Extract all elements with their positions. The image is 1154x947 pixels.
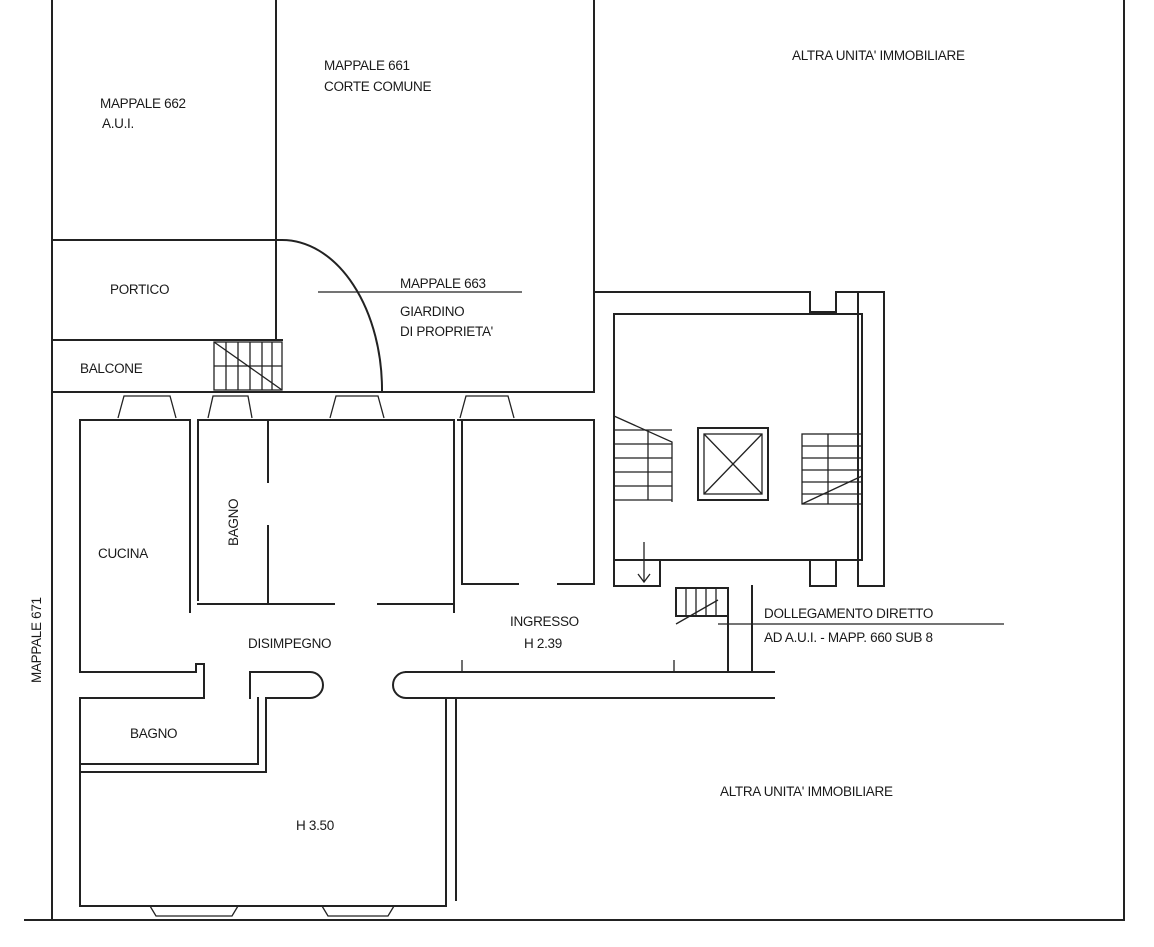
- label-collegamento-line1: DOLLEGAMENTO DIRETTO: [764, 606, 933, 621]
- upper-windows: [117, 395, 515, 419]
- balcony-stair: [213, 341, 283, 391]
- labels: MAPPALE 662 A.U.I. MAPPALE 661 CORTE COM…: [29, 48, 965, 833]
- label-giardino: GIARDINO: [400, 304, 464, 319]
- outer-boundary: [24, 0, 1125, 921]
- label-bagno-upper: BAGNO: [226, 499, 241, 546]
- label-cucina: CUCINA: [98, 546, 148, 561]
- label-disimpegno: DISIMPEGNO: [248, 636, 331, 651]
- label-balcone: BALCONE: [80, 361, 143, 376]
- label-ingresso: INGRESSO: [510, 614, 579, 629]
- stairwell: [613, 291, 1004, 673]
- label-di-proprieta: DI PROPRIETA': [400, 324, 493, 339]
- label-mappale-662: MAPPALE 662: [100, 96, 186, 111]
- label-mappale-671: MAPPALE 671: [29, 597, 44, 683]
- label-corte-comune: CORTE COMUNE: [324, 79, 431, 94]
- label-altra-unita-top: ALTRA UNITA' IMMOBILIARE: [792, 48, 965, 63]
- apartment-walls: [79, 419, 775, 907]
- label-h-main: H 3.50: [296, 818, 334, 833]
- lower-windows: [149, 905, 395, 917]
- label-mappale-663: MAPPALE 663: [400, 276, 486, 291]
- label-h-ingresso: H 2.39: [524, 636, 562, 651]
- label-portico: PORTICO: [110, 282, 169, 297]
- label-mappale-661: MAPPALE 661: [324, 58, 410, 73]
- label-collegamento-line2: AD A.U.I. - MAPP. 660 SUB 8: [764, 630, 933, 645]
- upper-parcels: [51, 0, 811, 394]
- label-bagno-lower: BAGNO: [130, 726, 177, 741]
- label-altra-unita-bottom: ALTRA UNITA' IMMOBILIARE: [720, 784, 893, 799]
- label-aui: A.U.I.: [102, 116, 134, 131]
